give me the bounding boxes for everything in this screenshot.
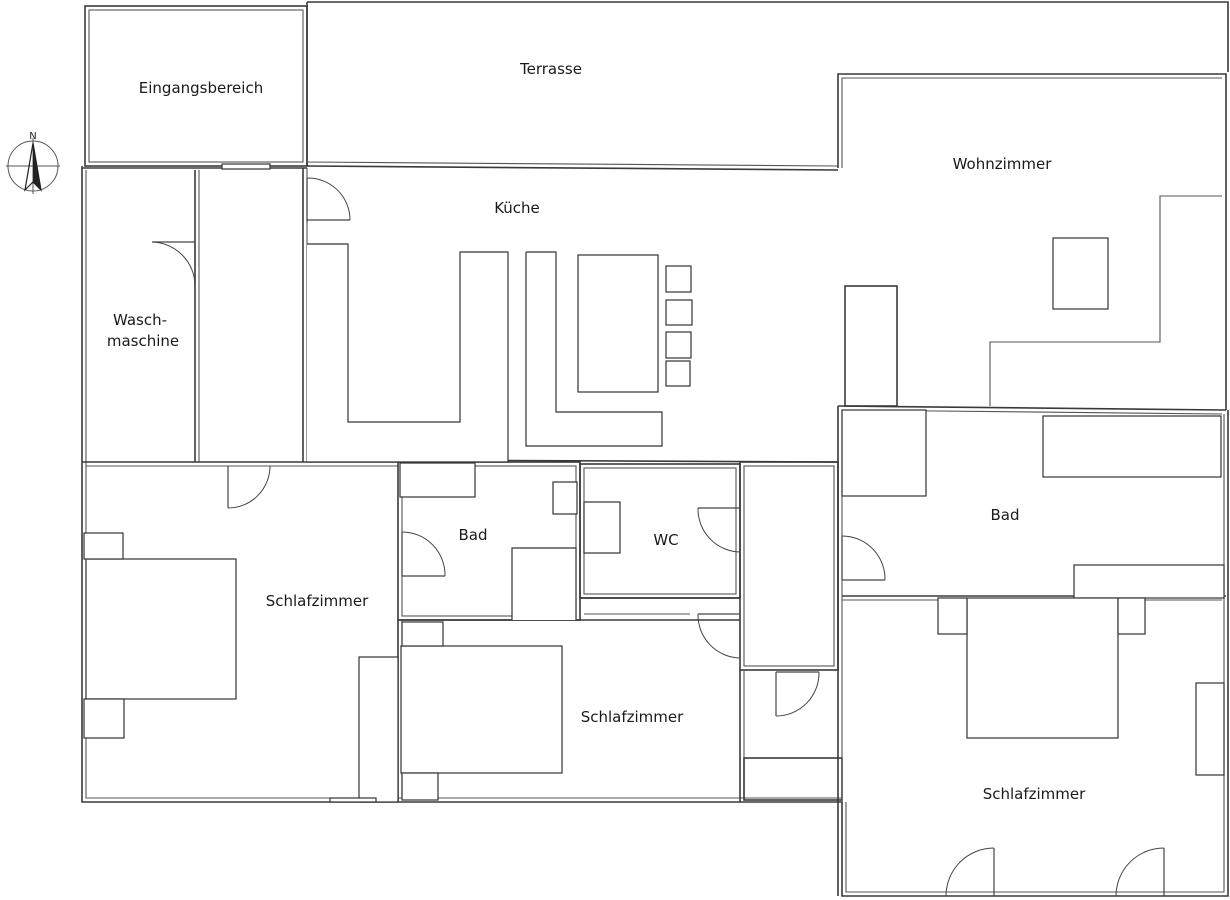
dining-table [577, 254, 659, 393]
cabinet [329, 797, 377, 803]
shower [511, 547, 577, 620]
sink [399, 462, 476, 498]
room-label-terrasse: Terrasse [519, 60, 582, 78]
bed [966, 597, 1119, 739]
room-label-bad-right: Bad [990, 506, 1019, 524]
nightstand [937, 597, 968, 635]
wc-toilet [583, 501, 621, 554]
room-label-wc: WC [653, 531, 678, 549]
nightstand [401, 621, 444, 647]
door-frame [221, 163, 271, 170]
kitchen-counter-right [525, 251, 663, 447]
room-label-wohnzimmer: Wohnzimmer [953, 155, 1053, 173]
room-label-bad-small: Bad [458, 526, 487, 544]
room-label-schlafzimmer-left: Schlafzimmer [266, 592, 369, 610]
room-label-kueche: Küche [494, 199, 540, 217]
chair [665, 299, 693, 326]
kitchen-counter-left [307, 243, 509, 463]
chair [665, 360, 691, 387]
nightstand [83, 532, 124, 560]
nightstand [83, 698, 125, 739]
bed [400, 645, 563, 774]
bathtub [1042, 415, 1222, 478]
nightstand [401, 772, 439, 801]
vanity [1073, 564, 1225, 599]
doors [151, 177, 1165, 897]
furniture [83, 163, 1225, 803]
room-label-wasch-line1: Wasch- [113, 311, 167, 329]
room-label-wasch-line2: maschine [107, 332, 179, 350]
room-label-eingangsbereich: Eingangsbereich [139, 79, 263, 97]
living-table [1052, 237, 1109, 310]
bed [85, 558, 237, 700]
room-label-schlafzimmer-middle: Schlafzimmer [581, 708, 684, 726]
chair [665, 265, 692, 293]
room-labels: Eingangsbereich Terrasse Küche Wohnzimme… [107, 60, 1086, 803]
chair [665, 331, 692, 359]
nightstand [1117, 597, 1146, 635]
wardrobe [358, 656, 399, 803]
outer-walls [81, 1, 1229, 897]
compass-north-label: N [29, 131, 36, 142]
bath-cabinet [841, 409, 927, 497]
room-label-schlafzimmer-right: Schlafzimmer [983, 785, 1086, 803]
compass-icon: N [6, 131, 60, 194]
toilet [552, 481, 578, 515]
wardrobe [1195, 682, 1225, 776]
